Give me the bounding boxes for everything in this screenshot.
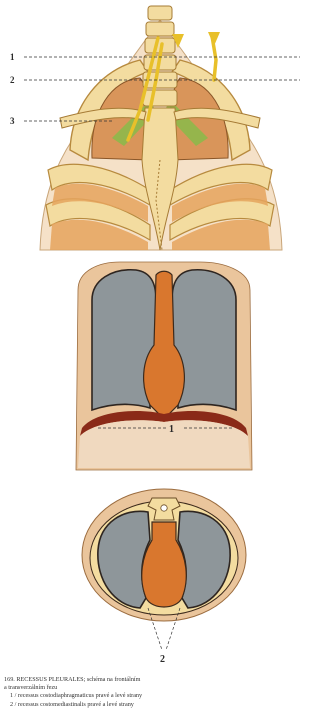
label-2: 2: [10, 75, 15, 85]
caption-line-1: 169. RECESSUS PLEURALES; schéma na front…: [4, 676, 318, 684]
label-3: 3: [10, 116, 15, 126]
caption-line-3: 1 / recessus costodiaphragmaticus pravé …: [4, 692, 318, 700]
abdomen-frontal: [78, 420, 250, 468]
label-1: 1: [10, 52, 15, 62]
transverse-section: 2: [82, 489, 246, 665]
arrow-left: [208, 32, 220, 46]
transverse-label-2: 2: [160, 654, 165, 665]
thorax-illustration: 1 2 3: [10, 6, 300, 250]
spinal-canal: [161, 505, 167, 511]
figure-caption: 169. RECESSUS PLEURALES; schéma na front…: [4, 676, 318, 709]
caption-line-2: a transverzálním řezu: [4, 684, 318, 692]
frontal-label-1: 1: [169, 424, 174, 435]
caption-line-4: 2 / recessus costomediastinalis pravé a …: [4, 701, 318, 709]
frontal-section: 1: [76, 262, 252, 470]
